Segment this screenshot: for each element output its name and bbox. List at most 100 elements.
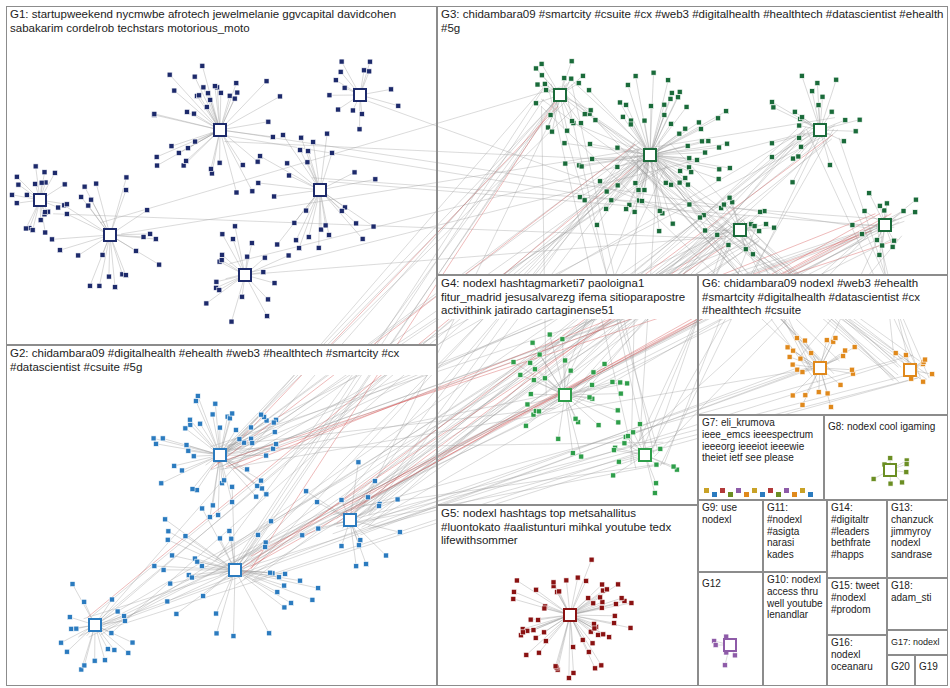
vertex-mark [722, 663, 727, 668]
vertex-mark [624, 207, 629, 212]
vertex-mark [703, 150, 708, 155]
vertex-mark [609, 198, 614, 203]
vertex-mark [212, 84, 217, 89]
edge-line [589, 90, 650, 155]
vertex-mark [217, 288, 222, 293]
vertex-mark [113, 285, 118, 290]
vertex-mark [829, 109, 834, 114]
group-label: G6: chidambara09 nodexl #web3 #ehealth #… [699, 276, 947, 319]
vertex-mark [769, 141, 774, 146]
group-box: G2: chidambara09 #digitalhealth #ehealth… [6, 345, 437, 686]
vertex-mark [259, 478, 264, 483]
vertex-mark [269, 519, 274, 524]
vertex-mark [33, 181, 38, 186]
edge-line [820, 80, 836, 130]
vertex-mark [562, 76, 567, 81]
vertex-mark [264, 79, 269, 84]
edge-line [650, 73, 654, 155]
edge-line [60, 235, 110, 250]
vertex-mark [268, 570, 273, 575]
vertex-mark [185, 146, 190, 151]
hub-vertex [554, 89, 566, 101]
edge-line [220, 122, 268, 130]
vertex-mark [582, 198, 587, 203]
vertex-mark [287, 173, 292, 178]
vertex-mark [172, 88, 177, 93]
vertex-mark [556, 436, 561, 441]
vertex-mark [511, 360, 516, 365]
vertex-mark [550, 129, 555, 134]
vertex-mark [193, 398, 198, 403]
vertex-mark [204, 105, 209, 110]
vertex-mark [579, 454, 584, 459]
vertex-mark [222, 478, 227, 483]
vertex-mark [730, 200, 735, 205]
vertex-mark [800, 488, 805, 493]
vertex-mark [657, 208, 662, 213]
vertex-mark [316, 586, 321, 591]
vertex-mark [306, 235, 311, 240]
vertex-mark [648, 104, 653, 109]
vertex-mark [600, 582, 605, 587]
vertex-mark [151, 436, 156, 441]
vertex-mark [52, 170, 57, 175]
inter-group-edge [312, 178, 895, 220]
vertex-mark [584, 578, 589, 583]
vertex-mark [304, 208, 309, 213]
vertex-mark [152, 111, 157, 116]
vertex-mark [625, 381, 630, 386]
vertex-mark [677, 89, 682, 94]
vertex-mark [92, 658, 97, 663]
edge-line [198, 396, 220, 455]
vertex-mark [198, 421, 203, 426]
vertex-mark [607, 635, 612, 640]
vertex-mark [250, 189, 255, 194]
inter-group-edge [226, 133, 806, 279]
vertex-mark [599, 663, 604, 668]
vertex-mark [797, 135, 802, 140]
inter-group-edge [233, 214, 875, 469]
vertex-mark [254, 494, 259, 499]
vertex-mark [620, 114, 625, 119]
vertex-mark [592, 626, 597, 631]
vertex-mark [109, 631, 114, 636]
edge-line [565, 395, 618, 422]
vertex-mark [192, 74, 197, 79]
vertex-mark [276, 575, 281, 580]
vertex-mark [825, 391, 830, 396]
vertex-mark [921, 379, 926, 384]
vertex-mark [663, 180, 668, 185]
vertex-mark [768, 488, 773, 493]
edge-line [564, 143, 650, 155]
vertex-mark [784, 488, 789, 493]
vertex-mark [245, 467, 250, 472]
vertex-mark [827, 162, 832, 167]
vertex-mark [267, 631, 272, 636]
group-label: G2: chidambara09 #digitalhealth #ehealth… [7, 346, 436, 375]
group-box: G17: nodexl [887, 630, 948, 655]
vertex-mark [571, 670, 576, 675]
vertex-mark [588, 108, 593, 113]
vertex-mark [235, 90, 240, 95]
vertex-mark [713, 643, 718, 648]
hub-vertex [814, 362, 826, 374]
edge-line [569, 615, 570, 678]
inter-group-edge [358, 139, 831, 515]
vertex-mark [323, 223, 328, 228]
edge-line [235, 570, 291, 603]
vertex-mark [874, 238, 879, 243]
vertex-mark [528, 360, 533, 365]
vertex-mark [170, 553, 175, 558]
vertex-mark [217, 160, 222, 165]
vertex-mark [275, 242, 280, 247]
vertex-mark [183, 534, 188, 539]
vertex-mark [333, 78, 338, 83]
vertex-mark [798, 356, 803, 361]
vertex-mark [209, 171, 214, 176]
inter-group-edge [362, 463, 664, 505]
inter-group-edge [564, 85, 646, 450]
group-box: G9: use nodexl [698, 500, 763, 572]
vertex-mark [537, 352, 542, 357]
vertex-mark [535, 82, 540, 87]
vertex-mark [593, 666, 598, 671]
